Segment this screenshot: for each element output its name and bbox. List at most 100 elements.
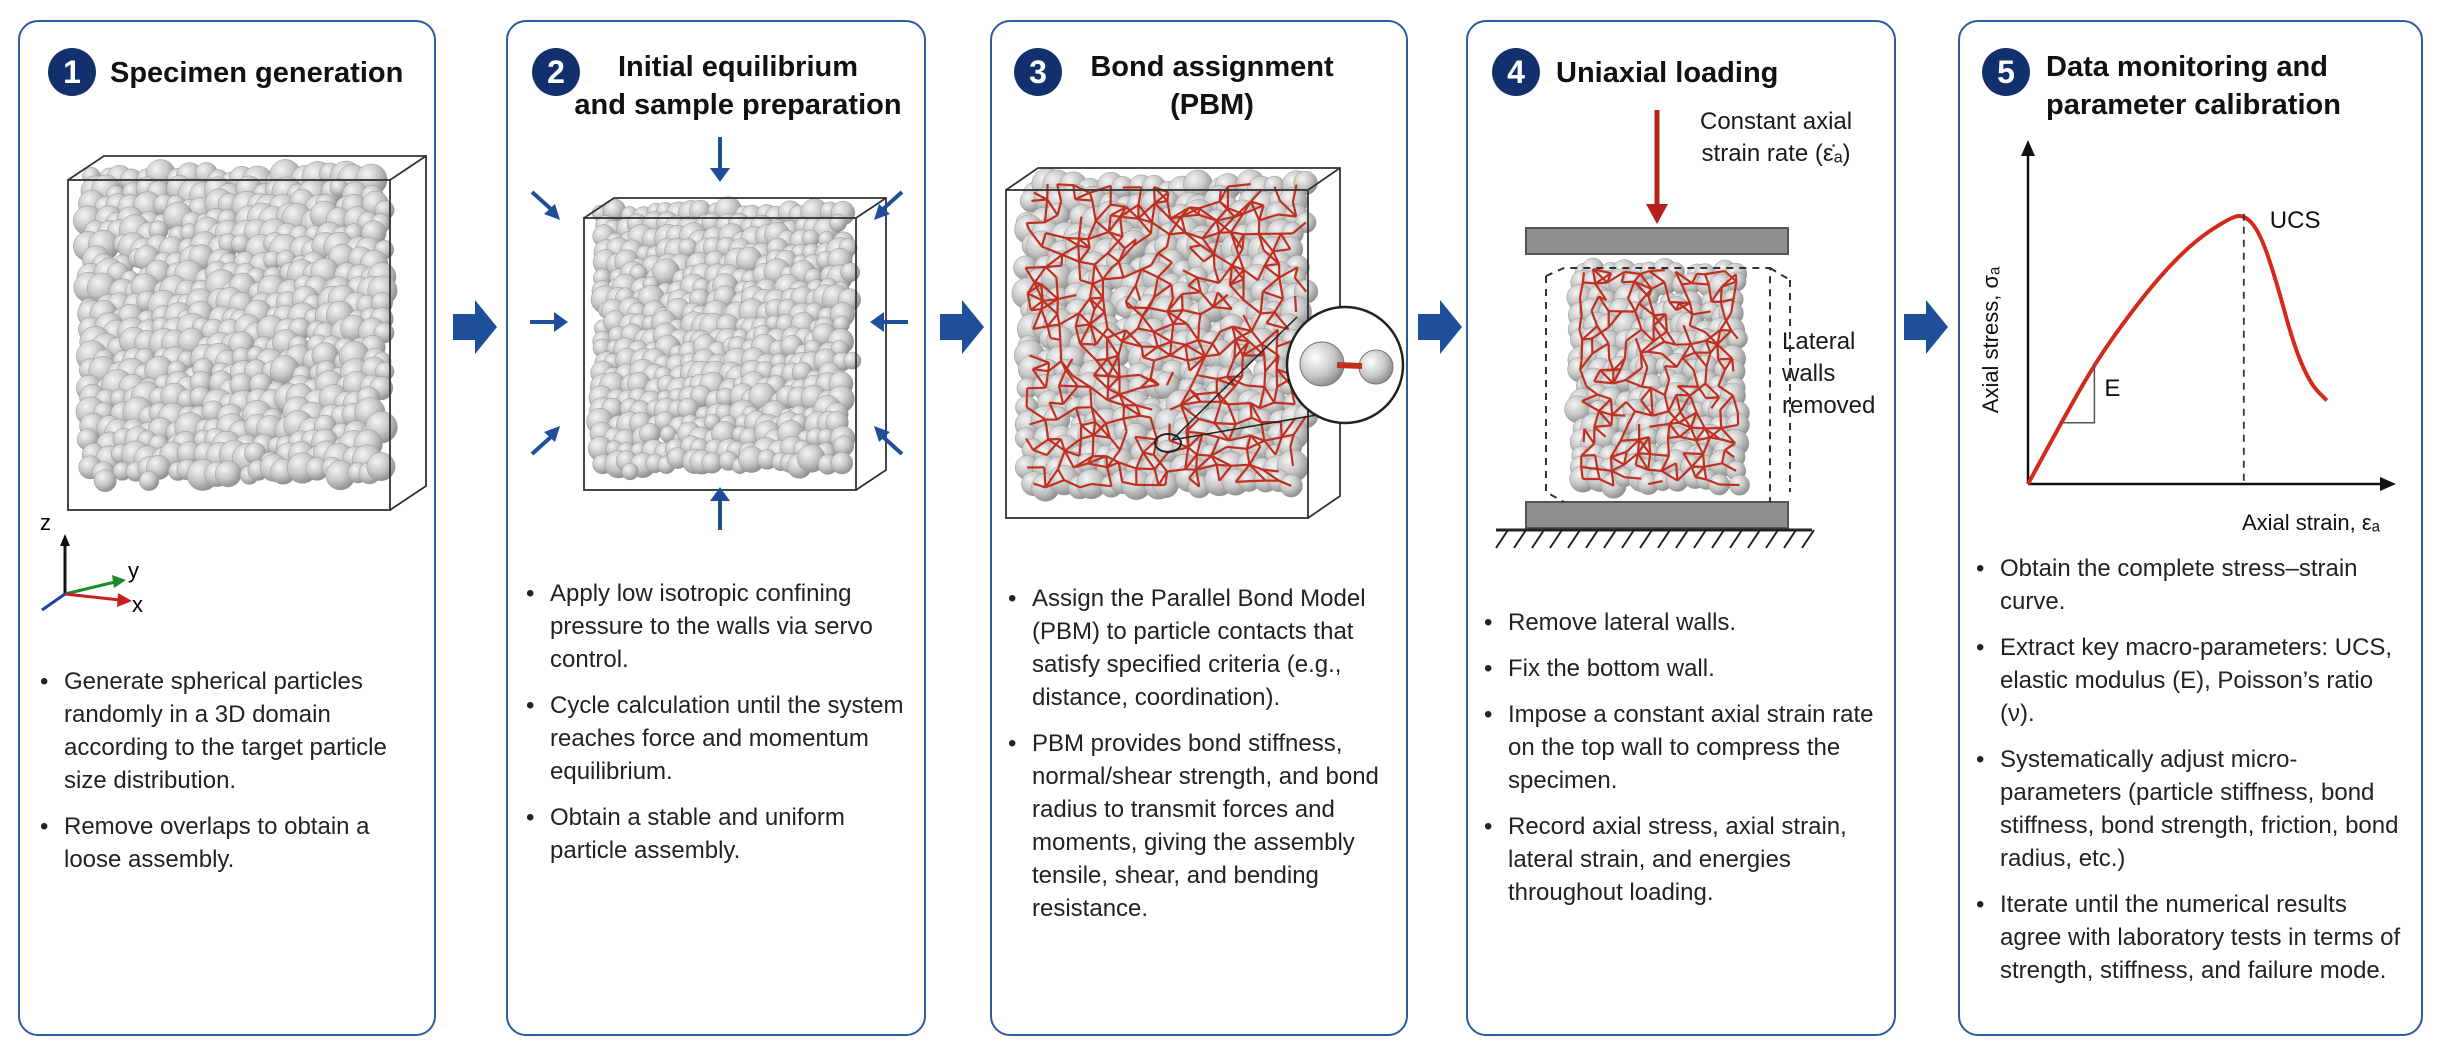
bond bbox=[1709, 343, 1719, 354]
bond bbox=[1107, 376, 1121, 390]
bond bbox=[1689, 324, 1706, 334]
bond bbox=[1110, 203, 1127, 209]
bond bbox=[1075, 198, 1093, 202]
bond bbox=[1216, 291, 1233, 310]
panel-bond-assignment: 3 Bond assignment (PBM) Assign the Paral… bbox=[990, 20, 1408, 1036]
step-badge: 1 bbox=[48, 48, 96, 96]
bond bbox=[1140, 383, 1160, 389]
bond bbox=[1264, 436, 1282, 442]
bond bbox=[1040, 232, 1047, 247]
bond bbox=[1688, 314, 1694, 326]
walls-label-line: Lateral bbox=[1782, 328, 1856, 355]
bond bbox=[1640, 387, 1652, 401]
bond bbox=[1231, 248, 1244, 267]
bond bbox=[1079, 343, 1097, 361]
bond bbox=[1610, 470, 1615, 486]
bond bbox=[1592, 267, 1612, 275]
bond bbox=[1695, 411, 1706, 429]
bond bbox=[1666, 423, 1671, 439]
bond bbox=[1117, 261, 1125, 278]
bullet-item: PBM provides bond stiffness, normal/shea… bbox=[1006, 727, 1402, 925]
bond bbox=[1057, 369, 1067, 387]
bond bbox=[1188, 246, 1205, 263]
bond bbox=[1032, 361, 1050, 371]
bond bbox=[1612, 368, 1622, 384]
bond bbox=[1241, 355, 1244, 377]
bond bbox=[1118, 461, 1137, 470]
bond bbox=[1593, 380, 1614, 385]
bond bbox=[1041, 245, 1063, 256]
bond bbox=[1590, 310, 1599, 327]
bond bbox=[1611, 463, 1625, 472]
bond bbox=[1231, 326, 1237, 340]
bond bbox=[1198, 339, 1213, 345]
bond bbox=[1063, 479, 1081, 489]
bond bbox=[1188, 355, 1206, 372]
bond bbox=[1148, 296, 1156, 309]
bond bbox=[1610, 456, 1625, 466]
bond bbox=[1044, 468, 1059, 489]
bond bbox=[1157, 340, 1172, 348]
bond bbox=[1138, 217, 1153, 224]
specimen-box-figure: z y x bbox=[40, 155, 427, 617]
bond bbox=[1681, 351, 1696, 359]
bond bbox=[1274, 401, 1295, 406]
bond bbox=[1166, 311, 1175, 325]
bond bbox=[1089, 311, 1106, 326]
bond bbox=[1119, 203, 1140, 218]
bond bbox=[1187, 276, 1199, 287]
bond bbox=[1045, 253, 1063, 268]
bond bbox=[1705, 352, 1712, 367]
bond bbox=[1153, 283, 1172, 298]
bond bbox=[1690, 453, 1704, 468]
bond bbox=[1166, 293, 1183, 313]
bond bbox=[1089, 386, 1093, 408]
bond bbox=[1049, 401, 1064, 406]
bond bbox=[1093, 374, 1109, 378]
bond bbox=[1077, 245, 1081, 262]
bond bbox=[1202, 231, 1220, 240]
bond bbox=[1262, 468, 1279, 473]
bond bbox=[1033, 191, 1048, 201]
bond bbox=[1581, 465, 1598, 471]
bond bbox=[1197, 276, 1220, 284]
bond bbox=[1091, 482, 1112, 488]
bond bbox=[1640, 399, 1654, 417]
bond bbox=[1169, 354, 1189, 362]
step-badge: 5 bbox=[1982, 48, 2030, 96]
bond bbox=[1125, 300, 1144, 318]
bond bbox=[1289, 434, 1295, 447]
bond bbox=[1045, 264, 1062, 269]
bond bbox=[1118, 393, 1126, 406]
bond bbox=[1675, 357, 1684, 368]
bond bbox=[1106, 252, 1120, 263]
bond bbox=[1137, 327, 1154, 333]
bond bbox=[1638, 302, 1655, 317]
bond bbox=[1056, 201, 1063, 216]
bond bbox=[1153, 322, 1174, 333]
bond bbox=[1046, 313, 1059, 327]
bond bbox=[1731, 358, 1735, 372]
bond bbox=[1598, 410, 1613, 427]
particle bbox=[214, 460, 242, 488]
bond bbox=[1663, 281, 1671, 303]
bond bbox=[1125, 329, 1143, 348]
bond bbox=[1092, 358, 1109, 376]
bond bbox=[1294, 277, 1307, 293]
stress-strain-curve bbox=[2026, 213, 2329, 485]
bond bbox=[1165, 234, 1171, 248]
bond bbox=[1181, 291, 1201, 296]
bond bbox=[1609, 398, 1614, 415]
x-axis-label: Axial strain, εₐ bbox=[2242, 510, 2381, 535]
bond bbox=[1625, 438, 1640, 453]
bond bbox=[1213, 253, 1233, 267]
bond bbox=[1169, 341, 1173, 356]
bond bbox=[1046, 198, 1059, 216]
bond bbox=[1692, 310, 1711, 316]
bond bbox=[1256, 265, 1266, 281]
bond bbox=[1688, 302, 1694, 315]
bond bbox=[1676, 393, 1691, 397]
bond bbox=[1580, 339, 1584, 361]
panel-title-line: Data monitoring and bbox=[2046, 51, 2328, 83]
bond bbox=[1056, 313, 1061, 325]
